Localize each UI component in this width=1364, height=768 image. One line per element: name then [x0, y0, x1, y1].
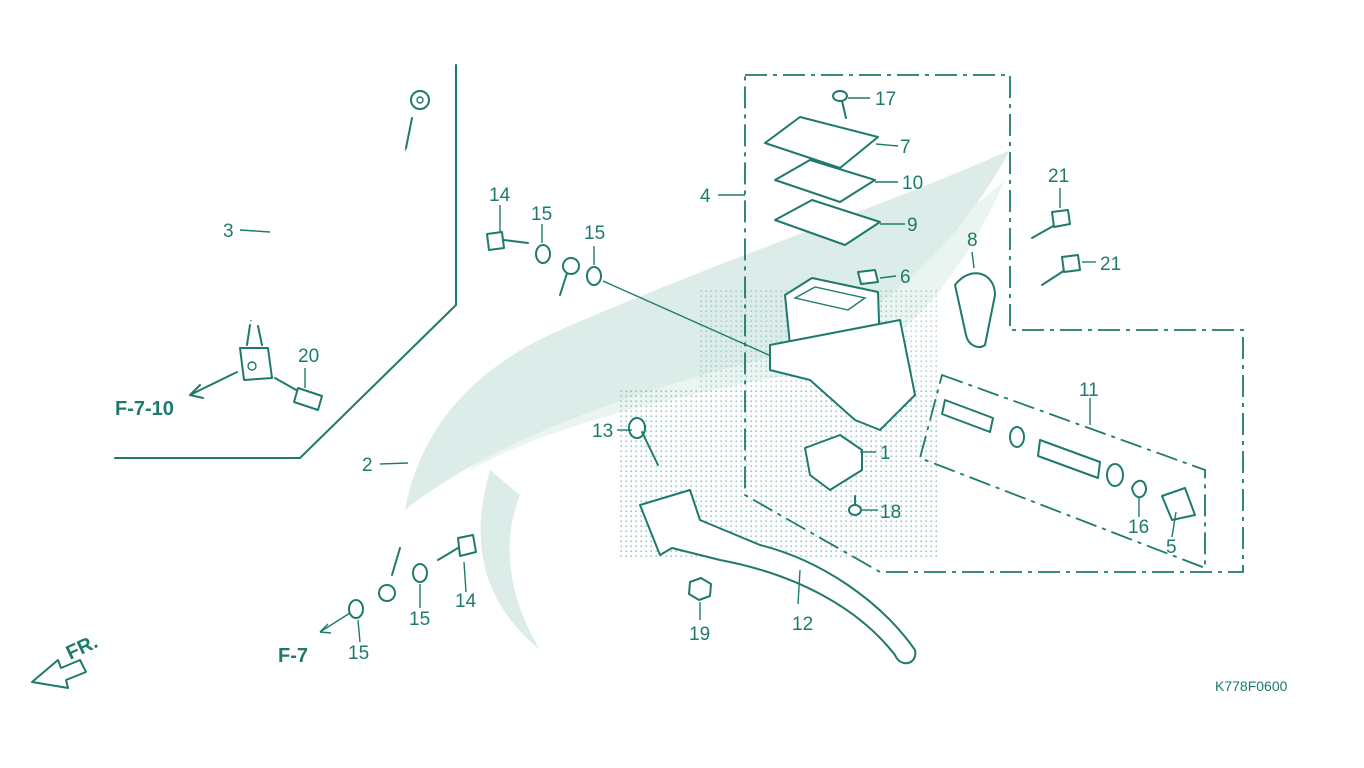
banjo-bolt-14-upper: [486, 231, 529, 251]
callout-8: 8: [967, 230, 978, 251]
screw-17: [832, 90, 848, 119]
callout-21-upper: 21: [1048, 166, 1069, 187]
leader-hose-to-master: [602, 280, 781, 361]
arrow-f-7-10: [189, 371, 238, 399]
brake-switch-1: [804, 434, 863, 491]
float-6: [857, 269, 879, 285]
leader-lines: [239, 97, 1177, 643]
diaphragm-9: [774, 199, 881, 246]
callout-13: 13: [592, 421, 613, 442]
callout-2: 2: [362, 455, 373, 476]
callout-16: 16: [1128, 517, 1149, 538]
callout-5: 5: [1166, 537, 1177, 558]
holder-8: [954, 272, 996, 348]
bolt-21-lower: [1041, 254, 1081, 286]
reservoir-cap-7: [764, 116, 879, 169]
callout-15-c: 15: [409, 609, 430, 630]
callout-15-a: 15: [531, 204, 552, 225]
callout-19: 19: [689, 624, 710, 645]
piston-set-11: [941, 399, 1147, 499]
callout-3: 3: [223, 221, 234, 242]
arrow-f-7: [319, 612, 351, 634]
watermark-logo: [405, 150, 1010, 650]
callout-17: 17: [875, 89, 896, 110]
washer-15-c: [412, 563, 428, 583]
callout-15-d: 15: [348, 643, 369, 664]
diagram-code: K778F0600: [1215, 678, 1288, 694]
bolt-21-upper: [1031, 209, 1071, 239]
nut-19: [688, 577, 712, 601]
bolt-20: [274, 377, 323, 411]
master-cylinder-body: [769, 277, 916, 431]
callout-20: 20: [298, 346, 319, 367]
callout-21-lower: 21: [1100, 254, 1121, 275]
callout-14-lower: 14: [455, 591, 477, 612]
screw-18: [848, 495, 862, 516]
callout-9: 9: [907, 215, 918, 236]
assembly-box-4: [744, 74, 1244, 573]
front-label: FR.: [63, 631, 101, 665]
brake-lever-12: [639, 489, 917, 665]
callout-6: 6: [900, 267, 911, 288]
callout-11: 11: [1079, 380, 1099, 401]
callout-14-upper: 14: [489, 185, 511, 206]
callout-15-b: 15: [584, 223, 605, 244]
callout-4: 4: [700, 186, 711, 207]
brake-hose-3: [239, 90, 430, 381]
ref-f-7-10[interactable]: F-7-10: [115, 398, 174, 420]
boot-5: [1161, 487, 1196, 521]
washer-15-a: [535, 244, 551, 264]
washer-15-b: [586, 266, 602, 286]
plate-10: [774, 159, 876, 203]
banjo-bolt-14-lower: [437, 534, 477, 561]
front-arrow: FR.: [31, 631, 101, 689]
callout-10: 10: [902, 173, 923, 194]
callout-1: 1: [880, 443, 891, 464]
washer-15-d: [348, 599, 364, 619]
assembly-box-11: [918, 373, 1206, 570]
brake-hose-2: [378, 257, 580, 602]
callout-7: 7: [900, 137, 911, 158]
frame-hose-3: [114, 64, 457, 459]
callout-18: 18: [880, 502, 901, 523]
ref-f-7[interactable]: F-7: [278, 645, 308, 667]
callout-12: 12: [792, 614, 813, 635]
pivot-bolt-13: [628, 417, 659, 466]
